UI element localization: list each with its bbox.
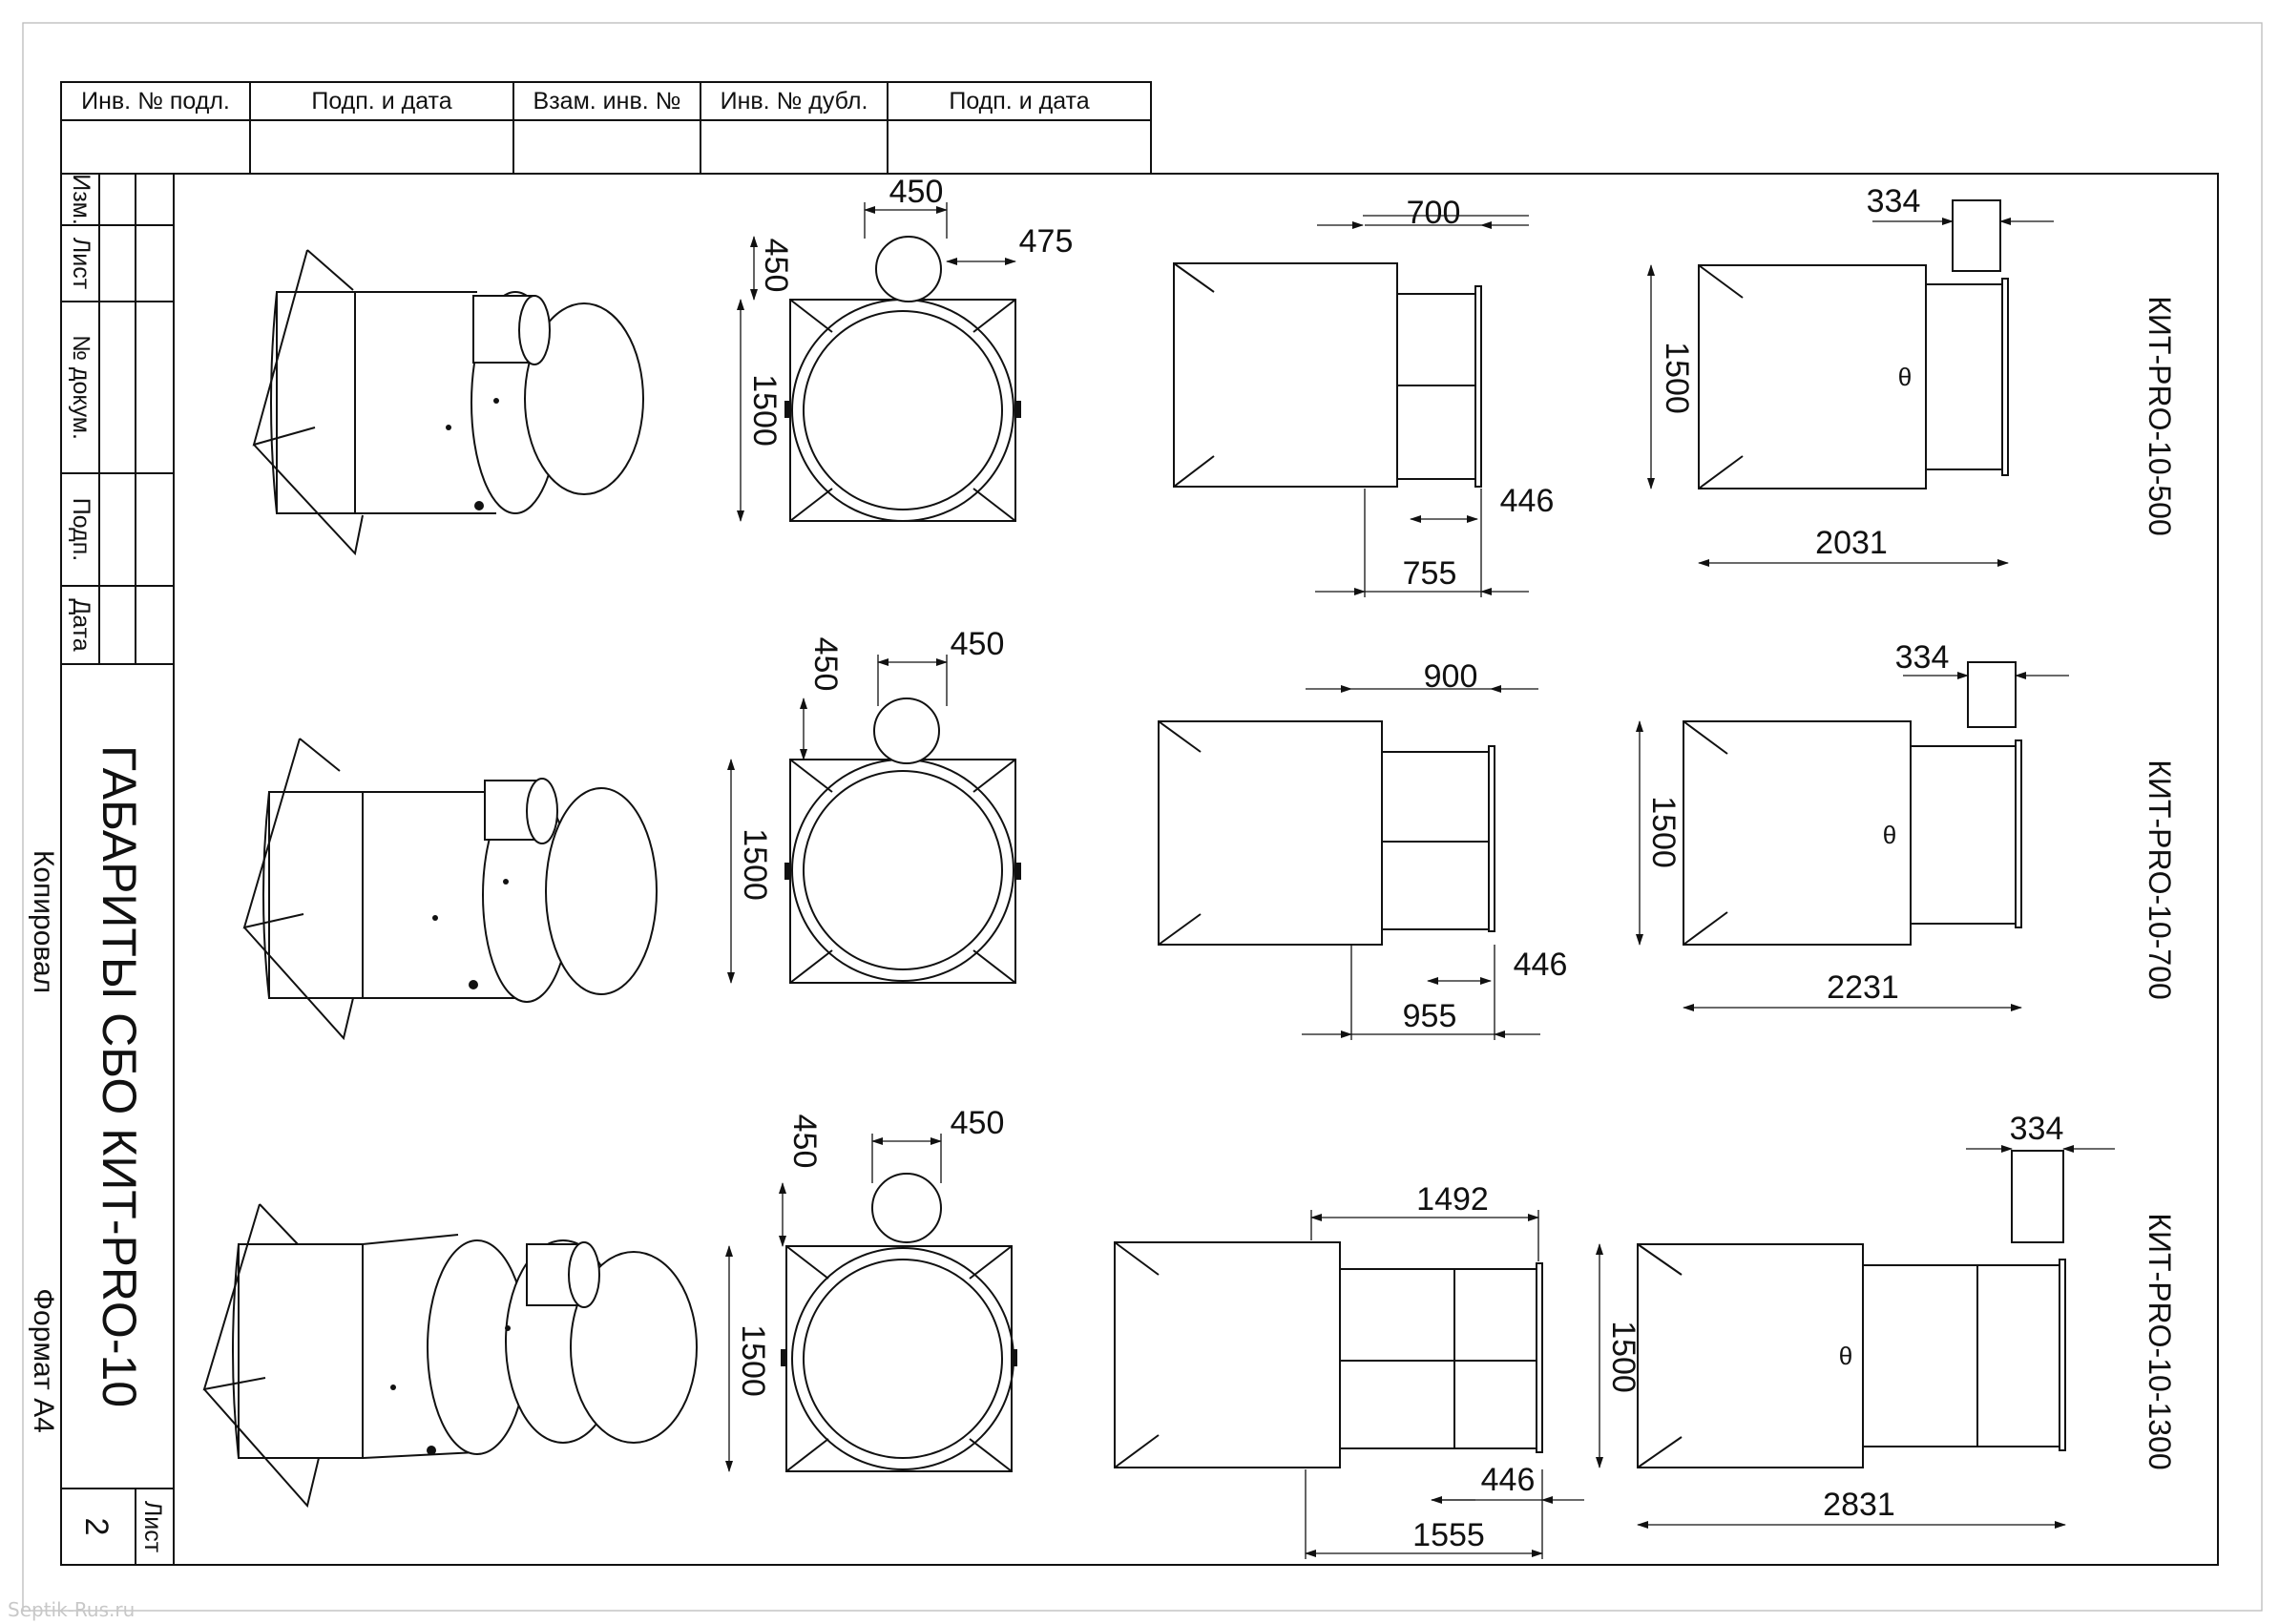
- side-view-700: 900 446 955: [1158, 658, 1568, 1040]
- stamp-header-podp-data: Подп. и дата: [311, 88, 451, 115]
- dim-1300-side-overall: 1492: [1416, 1181, 1489, 1218]
- stamp-header-inv-dubl: Инв. № дубл.: [721, 88, 868, 115]
- sheet-number: 2: [78, 1518, 115, 1536]
- dim-500-height: 1500: [1659, 342, 1695, 414]
- stamp-header-inv-podl: Инв. № подл.: [81, 88, 230, 115]
- dim-500-hatch: 334: [1867, 183, 1921, 219]
- stamp-izm: Изм.: [68, 174, 94, 225]
- dim-700-side-total: 955: [1403, 998, 1457, 1034]
- isometric-view-1300: [202, 1203, 698, 1509]
- stamp-header-podp-data-2: Подп. и дата: [949, 88, 1089, 115]
- copied-label: Копировал: [28, 850, 59, 993]
- sheet-border: [22, 22, 2263, 1612]
- dim-700-neck-height: 450: [807, 637, 844, 692]
- model-name-700: КИТ-PRO-10-700: [2143, 760, 2177, 999]
- dim-500-neck-height: 450: [758, 239, 794, 293]
- dim-1300-hatch: 334: [2010, 1111, 2064, 1147]
- watermark: Septik-Rus.ru: [8, 1598, 135, 1621]
- dim-1300-neck-width: 450: [951, 1105, 1005, 1141]
- svg-text:θ: θ: [1883, 821, 1896, 849]
- dim-500-outlet: 446: [1500, 483, 1555, 519]
- model-row-500: 450 450 475 1500 700 446: [252, 174, 2177, 597]
- dim-1300-length: 2831: [1823, 1487, 1895, 1523]
- front-view-500: 450 450 475 1500: [737, 174, 1074, 522]
- model-name-500: КИТ-PRO-10-500: [2143, 296, 2177, 535]
- stamp-n-dokum: № докум.: [68, 335, 94, 440]
- dim-1300-side-total: 1555: [1412, 1517, 1485, 1553]
- stamp-list: Лист: [68, 238, 94, 290]
- dim-700-body: 1500: [737, 828, 773, 901]
- dim-1300-body: 1500: [735, 1324, 771, 1397]
- dim-700-length: 2231: [1827, 969, 1899, 1006]
- dim-500-neck-width: 450: [889, 174, 944, 210]
- model-name-1300: КИТ-PRO-10-1300: [2143, 1213, 2177, 1469]
- dim-1300-outlet: 446: [1481, 1462, 1536, 1498]
- top-view-700: θ 334 1500 2231: [1636, 639, 2069, 1011]
- dim-500-offset: 475: [1019, 223, 1074, 260]
- dim-500-side-overall: 700: [1407, 195, 1461, 231]
- sheet-label: Лист: [139, 1501, 166, 1553]
- dim-1300-neck-height: 450: [786, 1114, 823, 1169]
- front-view-1300: 450 450 1500: [725, 1105, 1017, 1472]
- dim-500-body: 1500: [746, 374, 783, 447]
- svg-text:θ: θ: [1839, 1342, 1852, 1370]
- front-view-700: 450 450 1500: [727, 626, 1021, 984]
- left-stamp-column: Изм. Лист № докум. Подп. Дата ГАБАРИТЫ С…: [60, 173, 175, 1566]
- model-row-700: 450 450 1500 900 446 955: [242, 626, 2177, 1041]
- dim-500-length: 2031: [1815, 525, 1888, 561]
- top-view-1300: θ 334 1500 2831: [1596, 1111, 2115, 1529]
- dim-1300-height: 1500: [1605, 1321, 1641, 1393]
- stamp-header-vzam-inv: Взам. инв. №: [533, 88, 681, 115]
- stamp-data: Дата: [68, 598, 94, 651]
- format-label: Формат А4: [28, 1288, 59, 1433]
- dim-700-height: 1500: [1645, 796, 1682, 868]
- dim-500-side-total: 755: [1403, 555, 1457, 592]
- stamp-podp: Подп.: [68, 498, 94, 561]
- top-stamp-table: Инв. № подл. Подп. и дата Взам. инв. № И…: [60, 81, 1152, 175]
- side-view-500: 700 446 755: [1173, 195, 1555, 597]
- dim-700-hatch: 334: [1895, 639, 1950, 676]
- dim-700-outlet: 446: [1514, 947, 1568, 983]
- drawing-title: ГАБАРИТЫ СБО КИТ-PRO-10: [93, 745, 146, 1407]
- isometric-view-700: [242, 738, 658, 1041]
- isometric-view-500: [252, 249, 644, 556]
- side-view-1300: 1492 446 1555: [1114, 1181, 1584, 1559]
- dim-700-side-overall: 900: [1424, 658, 1478, 695]
- model-row-1300: 450 450 1500 1492 446 1555: [202, 1105, 2177, 1559]
- top-view-500: θ 334 1500 2031: [1647, 183, 2054, 567]
- svg-text:θ: θ: [1898, 363, 1912, 391]
- dim-700-neck-width: 450: [951, 626, 1005, 662]
